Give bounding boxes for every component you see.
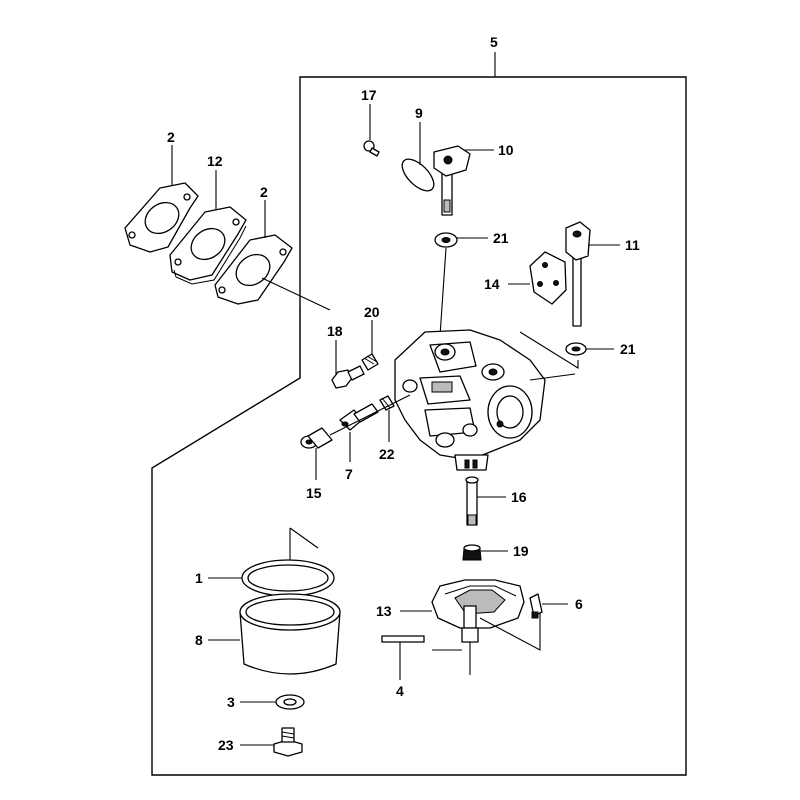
callout-6: 6 bbox=[575, 596, 583, 612]
gasket-right bbox=[214, 234, 293, 305]
seal-21-top bbox=[434, 232, 458, 248]
screw-22 bbox=[379, 395, 395, 411]
callout-2: 2 bbox=[167, 129, 175, 145]
drain-bolt-23 bbox=[273, 727, 303, 757]
callout-9: 9 bbox=[415, 105, 423, 121]
callout-15: 15 bbox=[306, 485, 322, 501]
pilot-jet-19 bbox=[462, 544, 482, 561]
needle-valve-6 bbox=[529, 593, 543, 619]
pilot-screw-18 bbox=[331, 365, 365, 389]
callout-20: 20 bbox=[364, 304, 380, 320]
emulsion-tube bbox=[465, 476, 479, 526]
throttle-plate bbox=[401, 158, 435, 192]
callout-7: 7 bbox=[345, 466, 353, 482]
insulator-spacer bbox=[169, 206, 247, 285]
callout-21: 21 bbox=[493, 230, 509, 246]
main-jet-15 bbox=[300, 427, 333, 449]
callout-19: 19 bbox=[513, 543, 529, 559]
carburetor-body bbox=[394, 329, 546, 471]
throttle-shaft bbox=[433, 145, 471, 216]
callout-13: 13 bbox=[376, 603, 392, 619]
callout-21: 21 bbox=[620, 341, 636, 357]
callout-2: 2 bbox=[260, 184, 268, 200]
callout-16: 16 bbox=[511, 489, 527, 505]
callout-23: 23 bbox=[218, 737, 234, 753]
callout-1: 1 bbox=[195, 570, 203, 586]
jet-7 bbox=[339, 403, 379, 431]
callout-10: 10 bbox=[498, 142, 514, 158]
callout-11: 11 bbox=[625, 237, 640, 253]
callout-3: 3 bbox=[227, 694, 235, 710]
callout-22: 22 bbox=[379, 446, 395, 462]
screw-17 bbox=[363, 140, 380, 157]
seal-21-bottom bbox=[565, 342, 587, 356]
choke-shaft bbox=[565, 221, 591, 327]
gasket-left bbox=[124, 182, 199, 253]
callout-17: 17 bbox=[361, 87, 377, 103]
float-pin-4 bbox=[381, 635, 425, 643]
callout-8: 8 bbox=[195, 632, 203, 648]
o-ring-1 bbox=[241, 559, 335, 597]
washer-3 bbox=[275, 694, 305, 710]
float-13 bbox=[431, 579, 525, 643]
callout-14: 14 bbox=[484, 276, 500, 292]
callout-5: 5 bbox=[490, 34, 498, 50]
choke-plate bbox=[529, 251, 567, 305]
float-chamber-8 bbox=[239, 593, 341, 675]
callout-18: 18 bbox=[327, 323, 343, 339]
callout-12: 12 bbox=[207, 153, 223, 169]
callout-4: 4 bbox=[396, 683, 404, 699]
spring-20 bbox=[361, 353, 379, 371]
